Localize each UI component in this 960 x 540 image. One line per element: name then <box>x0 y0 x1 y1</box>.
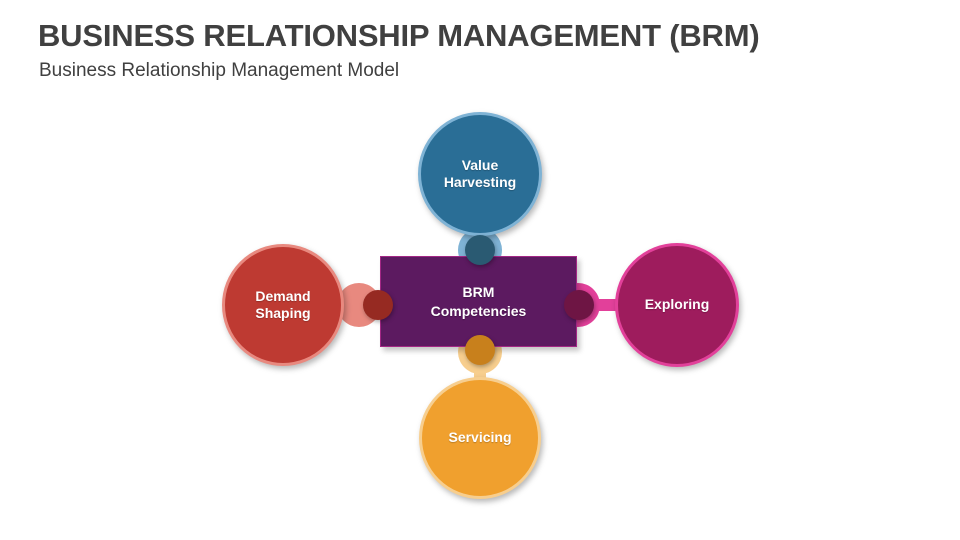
node-exploring-label: Exploring <box>639 296 716 313</box>
node-servicing-label: Servicing <box>442 429 517 446</box>
connector-knob-bottom <box>465 335 495 365</box>
node-value-harvesting[interactable]: Value Harvesting <box>418 112 542 236</box>
node-demand-shaping-label-line2: Shaping <box>255 305 311 321</box>
node-value-harvesting-label-line2: Harvesting <box>443 174 517 190</box>
node-exploring-label-line1: Exploring <box>644 296 710 313</box>
center-box-label: BRM Competencies <box>431 283 527 321</box>
node-value-harvesting-label-line1: Value <box>461 156 499 173</box>
node-servicing[interactable]: Servicing <box>419 377 541 499</box>
page-subtitle: Business Relationship Management Model <box>39 60 400 81</box>
center-brm-competencies-box[interactable]: BRM Competencies <box>380 256 577 347</box>
node-exploring[interactable]: Exploring <box>615 243 739 367</box>
node-servicing-label-line1: Servicing <box>448 429 512 446</box>
connector-knob-left <box>363 290 393 320</box>
node-demand-shaping[interactable]: Demand Shaping <box>222 244 344 366</box>
connector-knob-top <box>465 235 495 265</box>
connector-knob-right <box>564 290 594 320</box>
page-title: BUSINESS RELATIONSHIP MANAGEMENT (BRM) <box>38 18 760 53</box>
node-demand-shaping-label: Demand Shaping <box>249 288 316 322</box>
node-value-harvesting-label: Value Harvesting <box>438 157 522 191</box>
center-box-label-line1: BRM <box>462 283 495 300</box>
center-box-label-line2: Competencies <box>430 302 527 319</box>
node-demand-shaping-label-line1: Demand <box>255 287 311 304</box>
